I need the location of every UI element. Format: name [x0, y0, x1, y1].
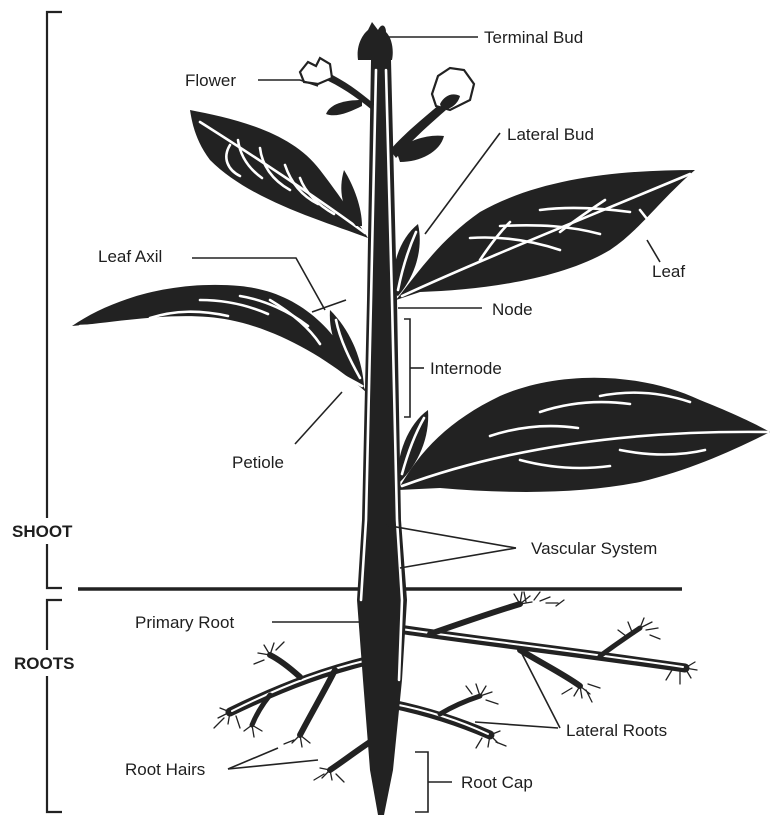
- roots-section-label: ROOTS: [14, 654, 74, 673]
- label-flower: Flower: [185, 71, 236, 90]
- label-terminal-bud: Terminal Bud: [484, 28, 583, 47]
- shoot-bracket: [47, 12, 62, 588]
- leaf-lower-right: [398, 378, 770, 492]
- label-root-hairs: Root Hairs: [125, 760, 205, 779]
- label-root-cap: Root Cap: [461, 773, 533, 792]
- shoot-section-label: SHOOT: [12, 522, 73, 541]
- leaf-upper-left: [190, 110, 368, 238]
- label-petiole: Petiole: [232, 453, 284, 472]
- lateral-roots: [230, 604, 685, 770]
- leaf-upper-right: [393, 170, 695, 300]
- flower-right: [390, 68, 474, 162]
- flower-left: [300, 58, 374, 115]
- leaf-middle-left: [72, 285, 366, 392]
- primary-stem: [357, 60, 407, 815]
- label-internode: Internode: [430, 359, 502, 378]
- label-leaf: Leaf: [652, 262, 685, 281]
- label-lateral-bud: Lateral Bud: [507, 125, 594, 144]
- label-leaf-axil: Leaf Axil: [98, 247, 162, 266]
- roots-bracket: [47, 600, 62, 812]
- label-node: Node: [492, 300, 533, 319]
- terminal-bud: [358, 22, 393, 60]
- label-primary-root: Primary Root: [135, 613, 234, 632]
- label-lateral-roots: Lateral Roots: [566, 721, 667, 740]
- label-vascular-system: Vascular System: [531, 539, 657, 558]
